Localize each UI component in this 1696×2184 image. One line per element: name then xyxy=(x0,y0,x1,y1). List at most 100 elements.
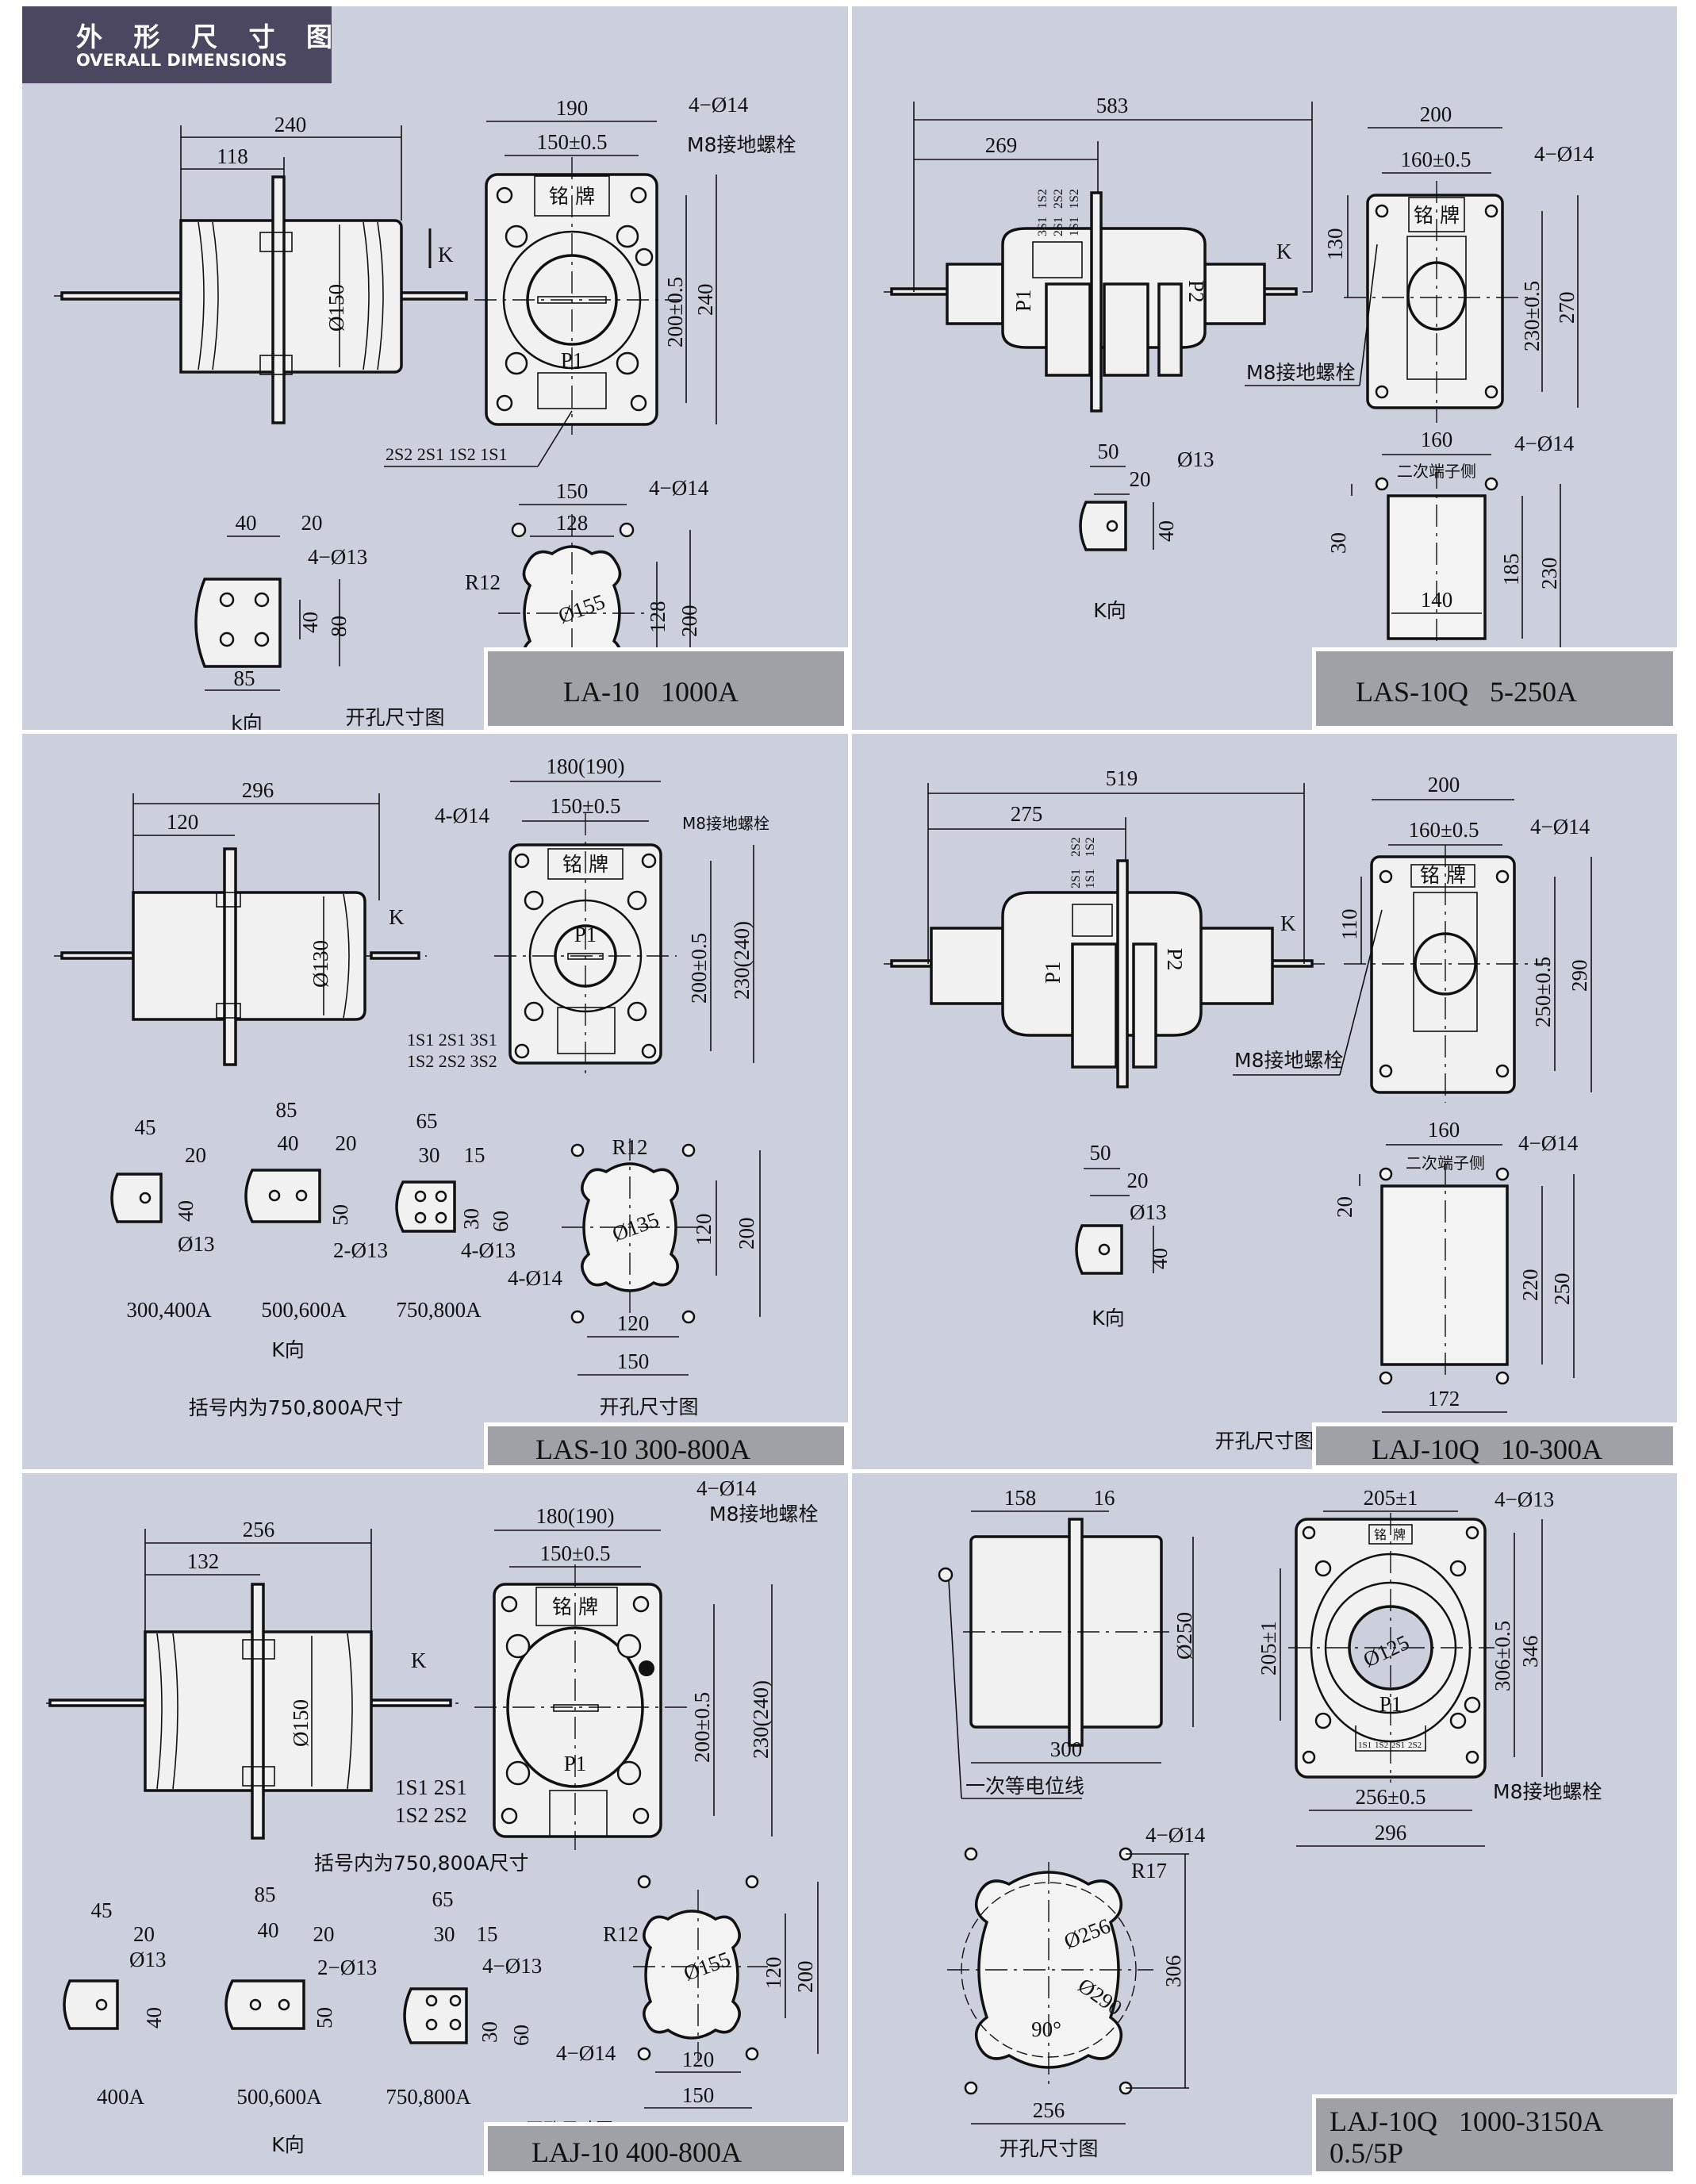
model-title-line1: LAJ-10Q 1000-3150A xyxy=(1330,2105,1603,2137)
dim-hole-vpitch: 230±0.5 xyxy=(1520,281,1544,351)
cutout-v1: 120 xyxy=(692,1214,716,1246)
dim-flange: 132 xyxy=(187,1549,220,1573)
p1-label: P1 xyxy=(561,348,584,372)
k-arrow-label: K xyxy=(389,905,405,929)
terminal-top-0: 2S2 xyxy=(1069,837,1083,857)
header-title-en: OVERALL DIMENSIONS xyxy=(76,51,287,70)
model-title: LAJ-10 400-800A xyxy=(531,2136,742,2168)
k-arrow-label: K xyxy=(1276,240,1292,263)
terminal-labels: 3S1 2S1 1S1 1S2 2S2 1S2 xyxy=(1036,189,1081,236)
dim-height: 230(240) xyxy=(749,1680,773,1759)
dim-holes: 4-Ø14 xyxy=(435,804,489,827)
cutout-view: R12 Ø135 120 200 4-Ø14 120 150 开孔尺寸图 xyxy=(508,1135,761,1418)
cutout-view: R12 Ø155 120 200 4−Ø14 120 150 开孔尺寸图 xyxy=(526,1875,819,2140)
dim-offset: 130 xyxy=(1323,228,1347,261)
kview-title: K向 xyxy=(271,2133,304,2156)
cutout-radius: R12 xyxy=(465,570,501,594)
kview2-d1: 30 xyxy=(419,1143,440,1167)
k-view: 50 20 Ø13 40 K向 xyxy=(1075,1141,1172,1330)
nameplate-b: 牌 xyxy=(1393,1528,1406,1542)
kview-title: K向 xyxy=(1093,599,1126,622)
cutout-inner: 128 xyxy=(556,511,589,535)
terminal-top-1: 1S2 xyxy=(1084,837,1097,857)
kview1-hole: 2-Ø13 xyxy=(333,1238,388,1262)
terminal-2: 2S1 xyxy=(1391,1741,1405,1750)
kview-d1: 40 xyxy=(236,511,257,535)
terminal-bot-0: 2S1 xyxy=(1069,869,1083,889)
dim-flange: 275 xyxy=(1011,802,1043,826)
ground-bolt-label: M8接地螺栓 xyxy=(682,814,769,833)
ground-bolt-label: M8接地螺栓 xyxy=(1246,361,1355,384)
kview0-hole: Ø13 xyxy=(129,1948,167,1971)
dim-overall: 583 xyxy=(1096,94,1129,117)
model-title-line2: 0.5/5P xyxy=(1330,2137,1404,2169)
cutout-v2: 200 xyxy=(677,605,701,638)
cutout-offset: 20 xyxy=(1333,1196,1356,1218)
cutout-total: 230 xyxy=(1537,558,1561,590)
cutout-view: 150 128 4−Ø14 R12 Ø155 128 200 开孔尺寸图 xyxy=(345,476,708,729)
model-title-box: LAJ-10Q 1000-3150A 0.5/5P xyxy=(1312,2094,1677,2175)
terminals-bottom: 1S2 2S2 xyxy=(395,1803,467,1827)
model-title: LAJ-10Q 10-300A xyxy=(1372,1434,1602,1465)
p1-label: P1 xyxy=(1379,1692,1402,1716)
terminals-bottom: 1S2 2S2 3S2 xyxy=(407,1051,497,1071)
dim-width: 190 xyxy=(556,96,589,120)
panel-laj10: 256 132 Ø150 K 180(190) 150±0 xyxy=(22,1473,848,2175)
dim-diameter: Ø250 xyxy=(1172,1612,1196,1660)
dim-hole-pitch: 150±0.5 xyxy=(536,130,607,154)
cutout-h2: 150 xyxy=(617,1349,650,1373)
terminal-0: 1S1 xyxy=(1358,1741,1372,1750)
dim-width: 296 xyxy=(1375,1821,1407,1844)
p1-label: P1 xyxy=(1011,289,1035,312)
cutout-holes: 4−Ø14 xyxy=(649,476,709,500)
dim-flange: 118 xyxy=(217,144,248,168)
cutout-inner-h: 185 xyxy=(1499,554,1523,586)
dim-width: 200 xyxy=(1420,102,1452,126)
cutout-view: 160 4−Ø14 二次端子侧 20 220 250 172 开孔尺寸图 xyxy=(1214,1118,1578,1453)
kview2-v1: 30 xyxy=(478,2021,501,2043)
cutout-view: 4−Ø14 R17 Ø256 Ø290 90° 306 256 开孔尺寸图 xyxy=(947,1823,1206,2160)
kview0-w: 45 xyxy=(91,1898,113,1922)
las10-drawing: 296 120 Ø130 K 180(190) 150±0.5 xyxy=(54,754,769,1419)
dim-hole-vpitch: 200±0.5 xyxy=(687,933,711,1004)
front-view: 190 150±0.5 4−Ø14 M8接地螺栓 200±0.5 240 P1 … xyxy=(384,93,796,467)
p1-label: P1 xyxy=(564,1752,587,1775)
front-view: 200 160±0.5 4−Ø14 110 250±0.5 290 铭 牌 M8… xyxy=(1233,773,1592,1103)
nameplate-label: 铭 牌 xyxy=(1420,864,1466,887)
terminal-labels: 2S2 2S1 1S2 1S1 xyxy=(386,444,507,464)
bracket-note: 括号内为750,800A尺寸 xyxy=(314,1852,528,1875)
terminal-top-1: 2S2 xyxy=(1052,189,1065,209)
model-title-box: LAJ-10Q 10-300A xyxy=(1312,1422,1677,1469)
side-view: 296 120 Ø130 K xyxy=(54,778,427,1066)
cutout-title: 开孔尺寸图 xyxy=(999,2137,1098,2160)
front-view: 200 160±0.5 4−Ø14 130 230±0.5 270 铭 牌 M8… xyxy=(1245,102,1594,423)
kview0-v: 40 xyxy=(142,2007,166,2029)
potential-line-label: 一次等电位线 xyxy=(965,1775,1084,1798)
nameplate-label: 铭 牌 xyxy=(1414,204,1460,227)
terminal-3: 2S2 xyxy=(1408,1741,1422,1750)
dim-height: 346 xyxy=(1518,1636,1542,1668)
panel-laj10q-small: 519 275 2S1 1S1 2S2 1S2 P1 P2 K 2 xyxy=(852,734,1677,1469)
kview1-v: 50 xyxy=(328,1204,352,1226)
cutout-width: 172 xyxy=(1428,1387,1460,1411)
cutout-v2: 200 xyxy=(735,1218,758,1250)
side-view: 256 132 Ø150 K xyxy=(46,1518,459,1840)
dim-base-pitch: 256±0.5 xyxy=(1355,1785,1425,1809)
laj10-drawing: 256 132 Ø150 K 180(190) 150±0 xyxy=(46,1476,819,2156)
kview-holes: 4−Ø13 xyxy=(308,545,367,569)
la10-drawing: 240 118 Ø150 K 190 xyxy=(54,93,796,730)
kview1-w: 85 xyxy=(276,1098,297,1122)
terminal-1: 1S2 xyxy=(1375,1741,1388,1750)
k-view: 50 20 Ø13 40 K向 xyxy=(1079,439,1214,622)
nameplate-a: 铭 xyxy=(1374,1528,1387,1542)
dim-diameter: Ø130 xyxy=(309,940,332,988)
dim-width: 200 xyxy=(1428,773,1460,796)
panel-las10q: 583 269 3S1 2S1 1S1 1S2 2S2 1S2 P1 P2 K xyxy=(852,6,1677,730)
dim-width: 180(190) xyxy=(536,1504,615,1528)
terminal-labels: 1S1 1S2 2S1 2S2 xyxy=(1358,1741,1422,1750)
panel-laj10q-large: 158 16 Ø250 300 一次等电位线 xyxy=(852,1473,1677,2175)
cutout-holes: 4−Ø14 xyxy=(1145,1823,1206,1847)
kview-d: 20 xyxy=(1127,1169,1149,1192)
kview0-w: 45 xyxy=(135,1115,156,1139)
terminal-top-0: 1S2 xyxy=(1036,189,1049,209)
